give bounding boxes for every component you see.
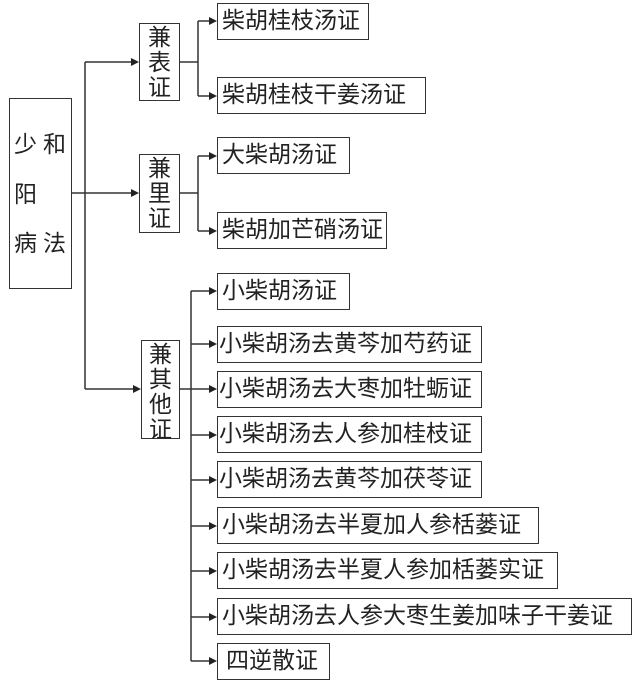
arrowhead-icon [209,476,217,484]
arrowhead-icon [209,613,217,621]
arrowhead-icon [209,385,217,393]
arrowhead-icon [209,227,217,235]
group-box-exterior: 兼 表 证 [139,23,180,101]
group-char: 证 [148,75,171,101]
leaf-box: 小柴胡汤去黄芩加芍药证 [217,326,482,363]
leaf-box: 柴胡桂枝干姜汤证 [217,77,426,114]
arrowhead-icon [209,17,217,25]
arrowhead-icon [209,92,217,100]
leaf-box: 小柴胡汤证 [217,273,350,310]
leaf-box: 小柴胡汤去人参加桂枝证 [217,416,482,453]
leaf-box: 小柴胡汤去大枣加牡蛎证 [217,371,482,408]
arrowhead-icon [131,189,139,197]
leaf-box: 四逆散证 [217,643,330,680]
leaf-box: 小柴胡汤去半夏人参加栝蒌实证 [217,552,558,589]
group-char: 兼 [148,156,171,182]
group-char: 里 [148,181,171,207]
group-char: 其 [149,367,172,393]
arrowhead-icon [209,287,217,295]
group-box-other: 兼 其 他 证 [141,340,180,443]
leaf-box: 大柴胡汤证 [217,137,350,174]
root-box: 少 和 阳 病 法 [9,98,72,289]
root-char: 病 [14,231,37,257]
arrowhead-icon [133,385,141,393]
arrowhead-icon [209,152,217,160]
group-char: 兼 [148,25,171,51]
arrowhead-icon [209,657,217,665]
leaf-box: 柴胡桂枝汤证 [217,3,369,40]
arrowhead-icon [209,431,217,439]
leaf-box: 柴胡加芒硝汤证 [217,212,387,249]
leaf-box: 小柴胡汤去黄芩加茯苓证 [217,461,482,498]
leaf-box: 小柴胡汤去人参大枣生姜加味子干姜证 [217,598,632,635]
group-char: 他 [149,392,172,418]
arrowhead-icon [131,58,139,66]
root-char: 少 [14,132,37,158]
group-char: 证 [149,417,172,443]
group-char: 兼 [149,342,172,368]
root-char: 法 [43,231,66,257]
arrowhead-icon [209,340,217,348]
leaf-box: 小柴胡汤去半夏加人参栝蒌证 [217,507,539,544]
root-char: 和 [43,132,66,158]
group-char: 表 [148,50,171,76]
arrowhead-icon [209,567,217,575]
arrowhead-icon [209,522,217,530]
group-box-interior: 兼 里 证 [139,154,180,233]
group-char: 证 [148,206,171,232]
root-char: 阳 [14,182,37,208]
